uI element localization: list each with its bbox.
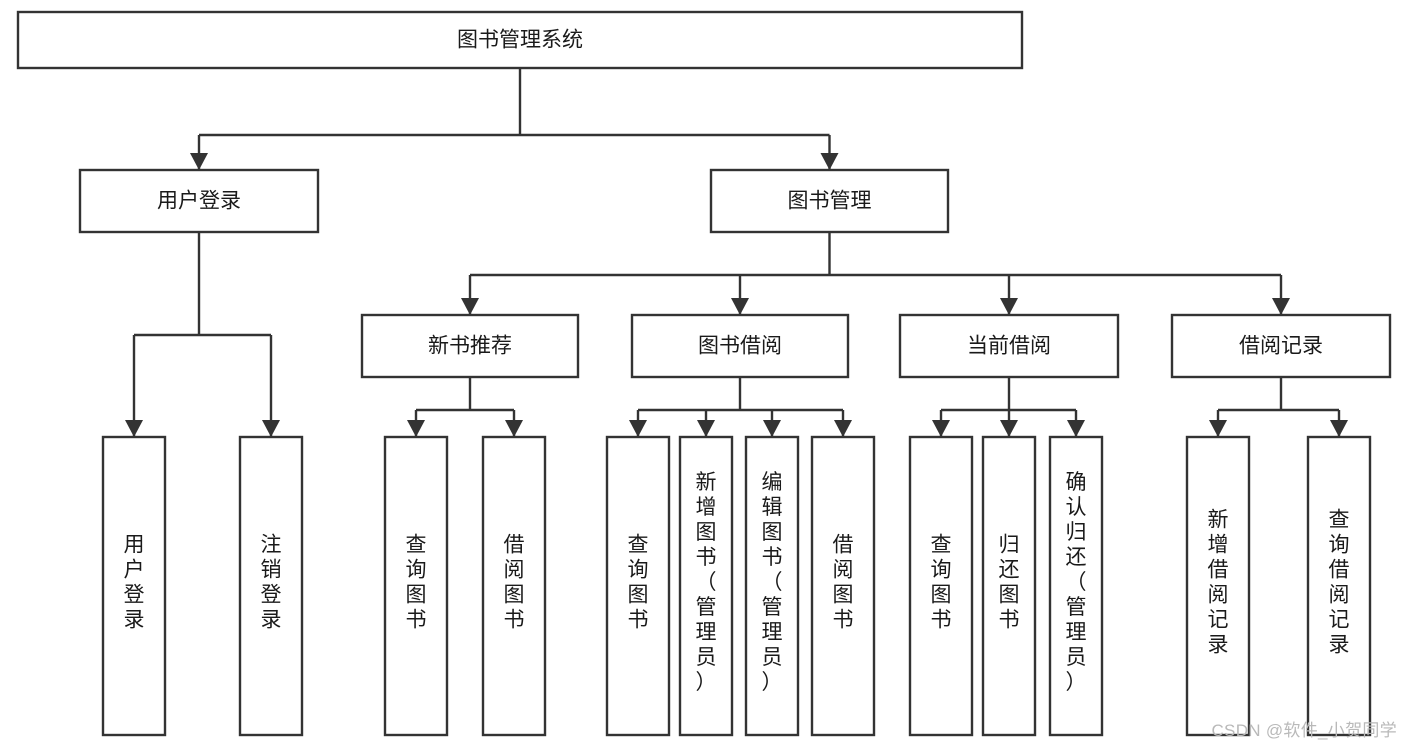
- node-user-login-label: 用户登录: [157, 190, 241, 213]
- leaf-query-book-borrow-box: [605, 435, 671, 737]
- leaf-add-borrow-record-box: [1185, 435, 1251, 737]
- node-current-borrow-box: [898, 313, 1120, 379]
- leaf-borrow-book-new-label: 借阅图书: [504, 534, 525, 632]
- leaf-return-book[interactable]: 归还图书: [981, 435, 1037, 737]
- leaf-user-login-box: [101, 435, 167, 737]
- new-branch-arrow-icon: [407, 420, 425, 437]
- leaf-query-book-new[interactable]: 查询图书: [383, 435, 449, 737]
- node-book-borrow-label: 图书借阅: [698, 335, 782, 358]
- leaf-borrow-book-label: 借阅图书: [833, 534, 854, 632]
- leaf-add-book-admin-label: 新增图书（管理员）: [696, 471, 717, 694]
- node-new-book-recommend-box: [360, 313, 580, 379]
- leaf-user-logout-label: 注销登录: [261, 534, 282, 632]
- leaf-borrow-book-new-box: [481, 435, 547, 737]
- leaf-add-book-admin[interactable]: 新增图书（管理员）: [678, 435, 734, 737]
- leaf-edit-book-admin-box: [744, 435, 800, 737]
- node-current-borrow-label: 当前借阅: [967, 335, 1051, 358]
- leaf-confirm-return-admin-label: 确认归还（管理员）: [1066, 471, 1087, 694]
- root-branch-arrow-icon: [190, 153, 208, 170]
- book-branch-arrow-icon: [461, 298, 479, 315]
- leaf-borrow-book[interactable]: 借阅图书: [810, 435, 876, 737]
- leaf-return-book-label: 归还图书: [999, 534, 1020, 632]
- leaf-user-login-label: 用户登录: [124, 534, 145, 632]
- leaf-edit-book-admin-label: 编辑图书（管理员）: [762, 471, 783, 694]
- leaf-edit-book-admin[interactable]: 编辑图书（管理员）: [744, 435, 800, 737]
- leaf-borrow-book-box: [810, 435, 876, 737]
- leaf-query-book-current[interactable]: 查询图书: [908, 435, 974, 737]
- leaf-user-logout[interactable]: 注销登录: [238, 435, 304, 737]
- leaf-confirm-return-admin[interactable]: 确认归还（管理员）: [1048, 435, 1104, 737]
- leaf-return-book-box: [981, 435, 1037, 737]
- current-branch-arrow-icon: [932, 420, 950, 437]
- connector-layer: [125, 68, 1348, 437]
- leaf-add-borrow-record-label: 新增借阅记录: [1208, 509, 1229, 657]
- node-book-borrow-box: [630, 313, 850, 379]
- record-branch-arrow-icon: [1209, 420, 1227, 437]
- node-borrow-record-box: [1170, 313, 1392, 379]
- leaf-query-borrow-record[interactable]: 查询借阅记录: [1306, 435, 1372, 737]
- node-book-borrow[interactable]: 图书借阅: [630, 313, 850, 379]
- node-book-management-box: [709, 168, 950, 234]
- borrow-branch-arrow-icon: [629, 420, 647, 437]
- node-root-book-management-system-label: 图书管理系统: [457, 29, 583, 52]
- node-new-book-recommend[interactable]: 新书推荐: [360, 313, 580, 379]
- leaf-query-book-current-box: [908, 435, 974, 737]
- new-branch-arrow-icon: [505, 420, 523, 437]
- node-root-book-management-system[interactable]: 图书管理系统: [16, 10, 1024, 70]
- leaf-query-borrow-record-box: [1306, 435, 1372, 737]
- node-new-book-recommend-label: 新书推荐: [428, 335, 512, 358]
- node-borrow-record-label: 借阅记录: [1239, 335, 1323, 358]
- leaf-query-book-borrow-label: 查询图书: [628, 534, 649, 632]
- book-branch-arrow-icon: [1272, 298, 1290, 315]
- node-root-book-management-system-box: [16, 10, 1024, 70]
- node-borrow-record[interactable]: 借阅记录: [1170, 313, 1392, 379]
- current-branch-arrow-icon: [1067, 420, 1085, 437]
- leaf-query-book-borrow[interactable]: 查询图书: [605, 435, 671, 737]
- node-layer: 图书管理系统用户登录图书管理新书推荐图书借阅当前借阅借阅记录用户登录注销登录查询…: [16, 10, 1392, 737]
- node-book-management[interactable]: 图书管理: [709, 168, 950, 234]
- user-branch-arrow-icon: [262, 420, 280, 437]
- node-current-borrow[interactable]: 当前借阅: [898, 313, 1120, 379]
- leaf-query-book-new-label: 查询图书: [406, 534, 427, 632]
- leaf-confirm-return-admin-box: [1048, 435, 1104, 737]
- node-user-login-box: [78, 168, 320, 234]
- book-branch-arrow-icon: [731, 298, 749, 315]
- node-book-management-label: 图书管理: [788, 190, 872, 213]
- record-branch-arrow-icon: [1330, 420, 1348, 437]
- current-branch-arrow-icon: [1000, 420, 1018, 437]
- book-branch-arrow-icon: [1000, 298, 1018, 315]
- borrow-branch-arrow-icon: [763, 420, 781, 437]
- leaf-user-login[interactable]: 用户登录: [101, 435, 167, 737]
- root-branch-arrow-icon: [820, 153, 839, 170]
- borrow-branch-arrow-icon: [697, 420, 715, 437]
- leaf-query-borrow-record-label: 查询借阅记录: [1329, 509, 1350, 657]
- leaf-borrow-book-new[interactable]: 借阅图书: [481, 435, 547, 737]
- leaf-add-borrow-record[interactable]: 新增借阅记录: [1185, 435, 1251, 737]
- leaf-query-book-new-box: [383, 435, 449, 737]
- leaf-add-book-admin-box: [678, 435, 734, 737]
- node-user-login[interactable]: 用户登录: [78, 168, 320, 234]
- user-branch-arrow-icon: [125, 420, 143, 437]
- borrow-branch-arrow-icon: [834, 420, 852, 437]
- leaf-user-logout-box: [238, 435, 304, 737]
- leaf-query-book-current-label: 查询图书: [931, 534, 952, 632]
